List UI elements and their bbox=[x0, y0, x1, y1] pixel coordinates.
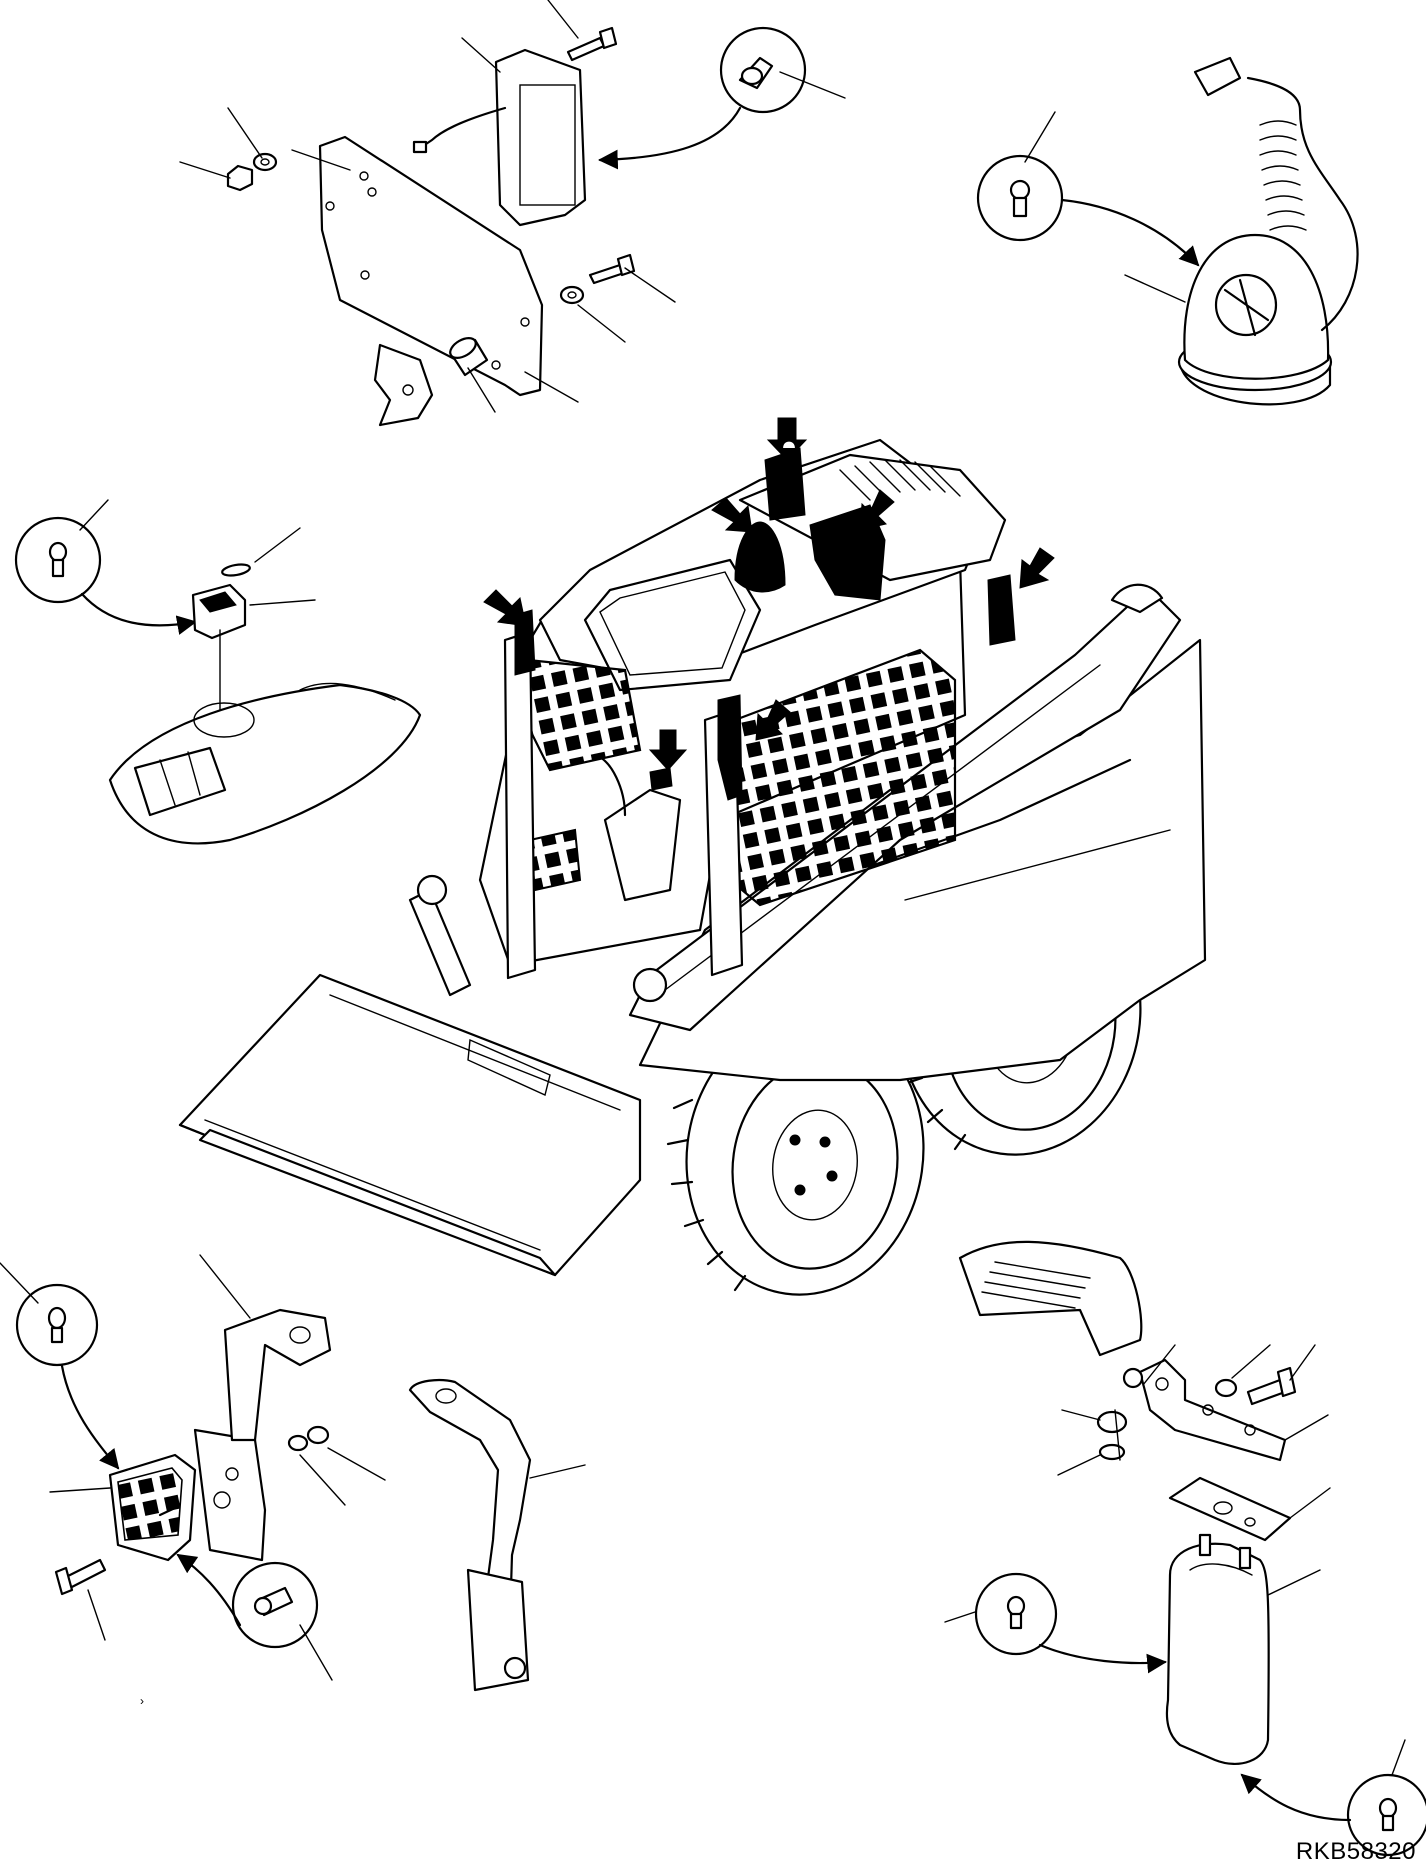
washer bbox=[559, 285, 585, 305]
lamp-wire bbox=[418, 106, 507, 150]
detail-arrow bbox=[80, 592, 197, 635]
indicator-lamp-location bbox=[717, 694, 743, 801]
lamp-bracket-arm bbox=[223, 1308, 332, 1442]
washer bbox=[252, 152, 278, 172]
license-plate-bracket bbox=[318, 135, 544, 397]
leader-lines bbox=[0, 0, 1406, 1776]
nut bbox=[306, 1425, 330, 1445]
rear-body-reference bbox=[958, 1240, 1143, 1357]
switch-assembly bbox=[14, 516, 422, 845]
detail-arrow bbox=[1038, 1643, 1167, 1674]
work-lamp-front-right bbox=[764, 447, 806, 521]
loader-bucket bbox=[178, 973, 642, 1277]
switch-lens bbox=[221, 563, 251, 577]
rear-lamp-assembly bbox=[958, 1240, 1426, 1857]
washer bbox=[1122, 1367, 1144, 1389]
beacon-coiled-cord bbox=[1246, 76, 1359, 332]
lift-cylinder bbox=[408, 888, 472, 997]
license-plate-lamp-housing bbox=[494, 48, 587, 227]
rotating-beacon-assembly bbox=[976, 56, 1359, 406]
callout-arrow bbox=[711, 497, 753, 533]
cab-front-screen bbox=[523, 658, 642, 772]
detail-arrow bbox=[598, 106, 742, 170]
license-plate-lamp-assembly bbox=[226, 26, 807, 427]
work-lamp-rear-right bbox=[987, 574, 1016, 646]
operator-seat bbox=[603, 788, 682, 902]
detail-arrow bbox=[1060, 198, 1200, 267]
skid-steer-loader bbox=[178, 417, 1207, 1296]
drawing-reference-code: RKB58320 bbox=[1295, 1838, 1416, 1865]
front-tire bbox=[666, 1014, 925, 1296]
rear-lamp-housing bbox=[1165, 1542, 1270, 1765]
callout-arrow bbox=[1019, 547, 1055, 589]
nut bbox=[226, 164, 254, 192]
rocker-switch bbox=[191, 583, 247, 640]
rear-lamp-location bbox=[809, 504, 886, 601]
callout-arrow bbox=[648, 729, 688, 771]
tiny-mark: › bbox=[140, 1694, 144, 1708]
work-lamp-assembly bbox=[15, 1283, 532, 1692]
detail-arrow bbox=[1240, 1773, 1352, 1822]
work-lamp-front-left bbox=[514, 609, 536, 676]
long-lamp-bracket bbox=[408, 1379, 532, 1622]
nut bbox=[1096, 1410, 1128, 1434]
mounting-screw bbox=[566, 26, 618, 62]
washer bbox=[1214, 1378, 1238, 1398]
lamp-gasket-plate bbox=[1168, 1476, 1292, 1542]
rotating-beacon-location bbox=[734, 521, 786, 593]
washer bbox=[287, 1434, 309, 1452]
callout-arrow bbox=[755, 699, 791, 741]
beacon-plug bbox=[1193, 56, 1242, 97]
lamp-mount-plate bbox=[193, 1428, 267, 1562]
detail-arrow bbox=[176, 1553, 242, 1627]
detail-arrow bbox=[60, 1364, 120, 1470]
plate-reference-outline bbox=[373, 343, 434, 427]
mounting-screw bbox=[588, 253, 636, 285]
dashboard-panel bbox=[108, 683, 422, 845]
washer bbox=[1098, 1443, 1126, 1461]
